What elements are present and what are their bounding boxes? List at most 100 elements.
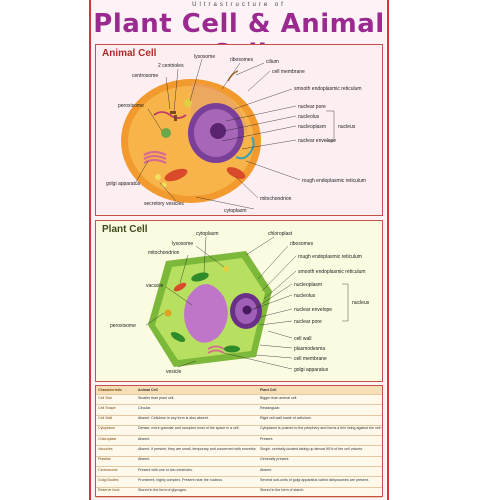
table-row-characteristic: Plastids [98,457,111,462]
table-row-characteristic: Cell Shape [98,405,116,410]
table-cell-animal: Prominent, highly complex. Present near … [138,477,224,482]
plant-label-cytoplasm: cytoplasm [196,231,219,237]
label-nuclear-envelope: nuclear envelope [298,138,336,144]
table-cell-plant: Cytoplasm is pushed to the periphery and… [260,426,382,431]
plant-label-vacuole: vacuole [146,283,163,289]
poster: Ultrastructure of Plant Cell & Animal Ce… [89,0,389,500]
plant-label-chloroplast: chloroplast [268,231,293,237]
table-cell-animal: Absent. [138,436,151,441]
table-row: Cell Size Smaller than plant cell. Bigger … [96,394,382,406]
animal-smooth-er [153,111,187,119]
plant-cell-title: Plant Cell [102,224,148,235]
label-peroxisome: peroxisome [118,103,144,109]
plant-peroxisome [164,309,172,317]
label-smooth-er: smooth endoplasmic reticulum [294,86,362,92]
table-cell-animal: Absent. [138,457,151,462]
animal-cilium [227,70,239,82]
animal-nucleolus [210,123,226,139]
plant-label-lysosome: lysosome [172,241,193,247]
table-row: Chloroplast Absent. Present. [96,435,382,447]
plant-label-mitochondrion: mitochondrion [148,250,180,256]
plant-nucleolus [242,305,252,315]
animal-vesicle [155,174,161,180]
table-cell-animal: Stored in the form of glycogen. [138,488,187,493]
plant-label-nucleus: nucleus [352,300,370,306]
label-cell-membrane: cell membrane [272,69,305,75]
table-row: Centrosome Present with one or two centri… [96,466,382,478]
table-row: Cell Shape Circular. Rectangular. [96,404,382,416]
animal-golgi [143,150,167,164]
animal-vesicle-2 [161,182,167,188]
animal-cell-title: Animal Cell [102,48,157,59]
table-cell-plant: Present. [260,436,274,441]
table-row: Cell Wall Absent. Cellulose in any form i… [96,415,382,426]
table-cell-plant: Generally present. [260,457,290,462]
table-cell-plant: Stored in the form of starch. [260,488,305,493]
table-cell-animal: Circular. [138,405,152,410]
table-row-characteristic: Cell Size [98,395,113,400]
plant-label-cell-membrane: cell membrane [294,356,327,362]
plant-label-nucleoplasm: nucleoplasm [294,282,322,288]
plant-chloroplast-3 [224,345,240,353]
label-nucleolus: nucleolus [298,114,320,120]
label-rough-er: rough endoplasmic reticulum [302,178,366,184]
table-header-row: Characteristic Animal Cell Plant Cell [96,386,382,395]
label-centrosome: centrosome [132,73,158,79]
plant-label-peroxisome: peroxisome [110,323,136,329]
label-secretory-vesicles: secretory vesicles [144,201,184,207]
table-row-characteristic: Cytoplasm [98,426,115,431]
table-row-characteristic: Cell Wall [98,416,113,421]
animal-centriole [170,111,176,114]
table-row: Reserve food Stored in the form of glycog… [96,487,382,498]
poster-subtitle: Ultrastructure of [192,2,286,8]
plant-label-plasmodesma: plasmodesma [294,346,325,352]
plant-vacuole [184,284,228,343]
plant-label-golgi: golgi apparatus [294,367,329,373]
plant-label-smooth-er: smooth endoplasmic reticulum [298,269,366,275]
plant-label-rough-er: rough endoplasmic reticulum [298,254,362,260]
table-header-cell: Characteristic [98,387,122,392]
table-cell-animal: Absent. Cellulose in any form is also ab… [138,416,209,421]
table-row-characteristic: Vacuoles [98,447,113,451]
table-cell-animal: Denser, more granular and occupies most … [138,426,240,431]
animal-rough-er [235,136,255,160]
label-centrioles: 2 centrioles [158,63,184,69]
animal-cell-panel: Animal Cell [95,44,383,216]
plant-mitochondrion [173,282,187,292]
table-row: Cytoplasm Denser, more granular and occup… [96,425,382,437]
plant-chloroplast-2 [170,331,186,343]
table-row: Vacuoles Absent. If present, they are sma… [96,446,382,457]
table-cell-plant: Rigid cell wall made of cellulose. [260,416,312,421]
animal-cell-diagram: lysosome 2 centrioles ribosomes cilium c… [106,54,366,214]
table-cell-animal: Absent. If present, they are small, temp… [138,447,256,451]
label-nucleoplasm: nucleoplasm [298,124,326,130]
plant-chloroplast [191,272,209,282]
label-nucleus: nucleus [338,124,356,130]
table-cell-plant: Single, centrally located taking up almo… [260,447,364,451]
table-cell-animal: Smaller than plant cell. [138,395,175,400]
table-cell-plant: Rectangular. [260,405,281,410]
animal-lysosome [184,99,192,107]
table-header-cell: Animal Cell [138,387,158,392]
footer [91,496,387,500]
label-golgi: golgi apparatus [106,181,141,187]
comparison-table: Characteristic Animal Cell Plant Cell Ce… [95,385,383,498]
table-cell-plant: Absent. [260,467,273,472]
label-cytoplasm: cytoplasm [224,208,247,214]
table-row-characteristic: Centrosome [98,467,118,472]
label-ribosomes: ribosomes [230,57,254,63]
plant-label-nucleolus: nucleolus [294,293,316,299]
animal-mitochondrion [164,168,188,182]
animal-mitochondrion-2 [226,167,246,179]
table-row: Plastids Absent. Generally present. [96,456,382,468]
table-row-characteristic: Reserve food [98,488,120,493]
label-lysosome: lysosome [194,54,215,60]
table-cell-plant: Several sub-units of golgi apparatus cal… [260,477,369,482]
animal-peroxisome [161,128,171,138]
label-nuclear-pore: nuclear pore [298,104,326,110]
table-cell-plant: Bigger than animal cell. [260,395,298,400]
table-cell-animal: Present with one or two centrioles. [138,467,193,472]
plant-lysosome [223,266,229,272]
table-row-characteristic: Chloroplast [98,436,117,441]
